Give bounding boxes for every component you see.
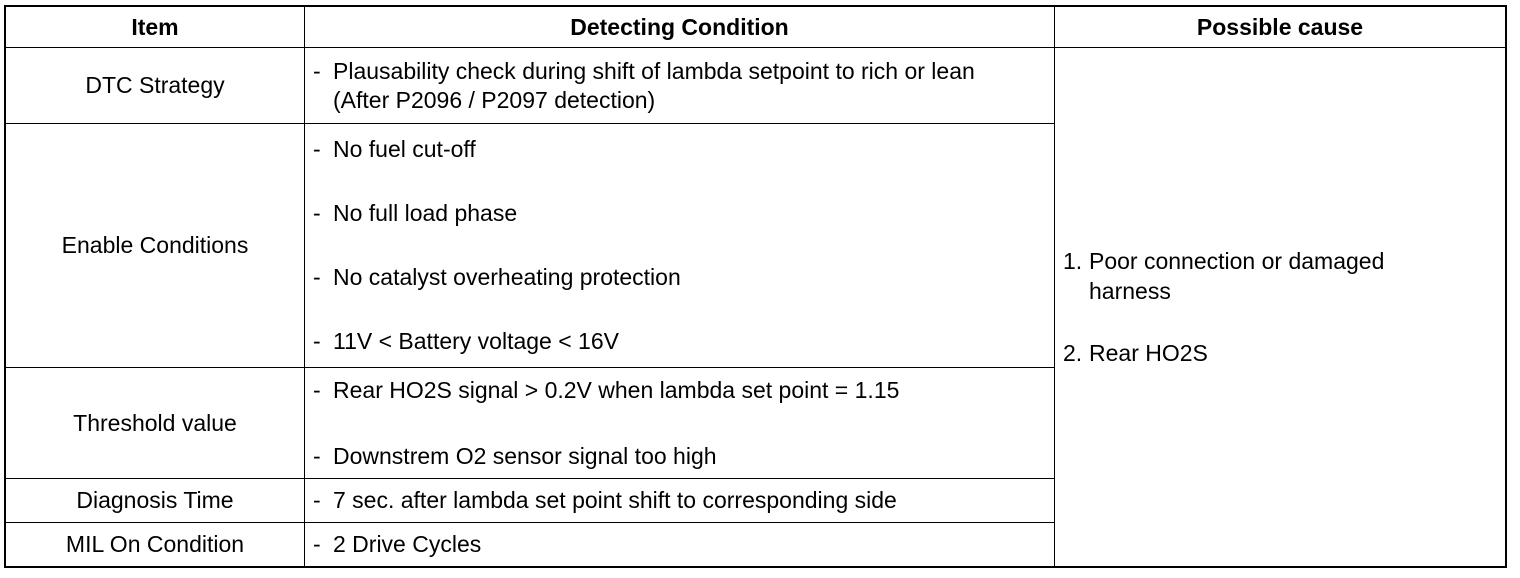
condition-text: Rear HO2S signal > 0.2V when lambda set … <box>333 376 900 403</box>
condition-text: Downstrem O2 sensor signal too high <box>333 442 717 469</box>
condition-text: No catalyst overheating protection <box>333 264 681 291</box>
table-row-diagnosis-time: Diagnosis Time - 7 sec. after lambda set… <box>5 478 1506 523</box>
bullet-dash: - <box>313 264 321 291</box>
condition-text: No full load phase <box>333 199 518 226</box>
condition-text: No fuel cut-off <box>333 135 476 162</box>
bullet-dash: - <box>313 442 321 469</box>
cause-number: 2. <box>1063 340 1083 366</box>
header-detecting-condition: Detecting Condition <box>304 6 1055 48</box>
condition-line: - 2 Drive Cycles <box>313 530 1054 559</box>
cause-number: 1. <box>1063 248 1083 274</box>
condition-text: Plausability check during shift of lambd… <box>333 57 975 113</box>
bullet-dash: - <box>313 199 321 226</box>
condition-line: - Rear HO2S signal > 0.2V when lambda se… <box>313 376 1054 405</box>
cause-item-1: 1. Poor connection or damaged harness <box>1063 246 1505 306</box>
dtc-table: Item Detecting Condition Possible cause … <box>4 5 1507 568</box>
condition-line: - 11V < Battery voltage < 16V <box>313 327 1054 356</box>
item-enable-conditions: Enable Conditions <box>5 123 305 368</box>
bullet-dash: - <box>313 328 321 355</box>
cause-text: Rear HO2S <box>1089 340 1208 366</box>
cause-text: Poor connection or damaged harness <box>1089 248 1385 304</box>
condition-text: 7 sec. after lambda set point shift to c… <box>333 487 897 513</box>
bullet-dash: - <box>313 531 321 557</box>
condition-line: - No full load phase <box>313 199 1054 228</box>
condition-text: 2 Drive Cycles <box>333 531 482 557</box>
condition-line: - Downstrem O2 sensor signal too high <box>313 442 1054 471</box>
header-possible-cause: Possible cause <box>1054 6 1506 48</box>
header-item: Item <box>5 6 305 48</box>
condition-threshold-value: - Rear HO2S signal > 0.2V when lambda se… <box>304 367 1055 479</box>
condition-enable-conditions: - No fuel cut-off - No full load phase -… <box>304 123 1055 368</box>
condition-mil-on-condition: - 2 Drive Cycles <box>304 522 1055 567</box>
item-dtc-strategy: DTC Strategy <box>5 47 305 124</box>
table-row-threshold-value: Threshold value - Rear HO2S signal > 0.2… <box>5 367 1506 479</box>
item-threshold-value: Threshold value <box>5 367 305 479</box>
table-row-enable-conditions: Enable Conditions - No fuel cut-off - No… <box>5 123 1506 368</box>
bullet-dash: - <box>313 487 321 513</box>
condition-line: - No fuel cut-off <box>313 135 1054 164</box>
bullet-dash: - <box>313 135 321 162</box>
table-row-dtc-strategy: DTC Strategy - Plausability check during… <box>5 47 1506 567</box>
condition-diagnosis-time: - 7 sec. after lambda set point shift to… <box>304 478 1055 523</box>
bullet-dash: - <box>313 376 321 403</box>
bullet-dash: - <box>313 57 321 84</box>
condition-line: - Plausability check during shift of lam… <box>313 57 1054 115</box>
table-row-mil-on-condition: MIL On Condition - 2 Drive Cycles <box>5 522 1506 567</box>
cause-item-2: 2. Rear HO2S <box>1063 338 1505 368</box>
item-diagnosis-time: Diagnosis Time <box>5 478 305 523</box>
condition-dtc-strategy: - Plausability check during shift of lam… <box>304 47 1055 124</box>
item-mil-on-condition: MIL On Condition <box>5 522 305 567</box>
condition-line: - 7 sec. after lambda set point shift to… <box>313 486 1054 515</box>
header-row: Item Detecting Condition Possible cause <box>5 6 1506 48</box>
possible-cause-cell: 1. Poor connection or damaged harness 2.… <box>1054 47 1506 567</box>
condition-line: - No catalyst overheating protection <box>313 263 1054 292</box>
condition-text: 11V < Battery voltage < 16V <box>333 328 619 355</box>
